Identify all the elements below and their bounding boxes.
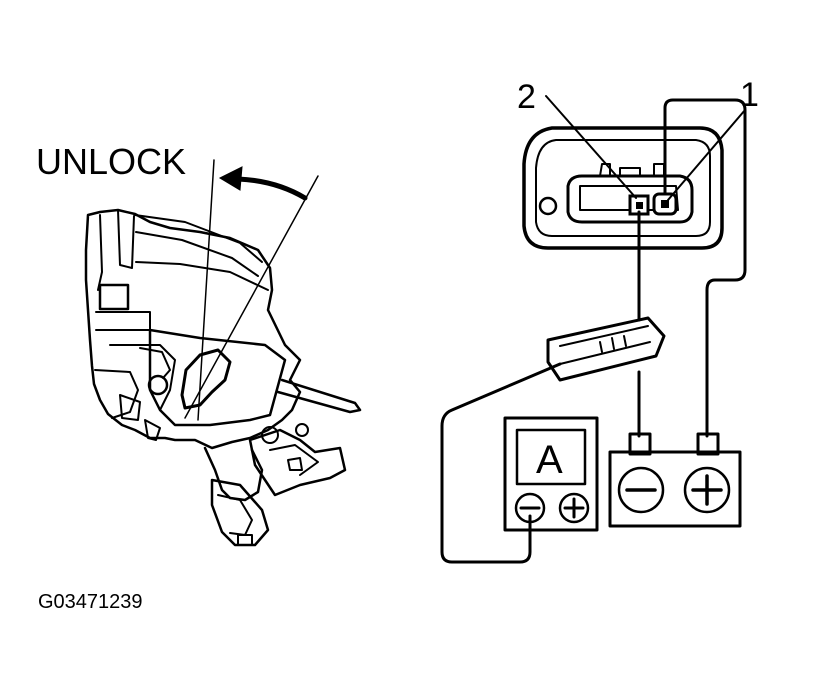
ammeter-plus-icon — [563, 497, 585, 519]
ammeter-label: A — [536, 438, 563, 482]
door-lock-assembly — [84, 159, 362, 547]
inline-fuse — [546, 316, 666, 382]
battery-plus-icon — [691, 474, 723, 506]
connector — [522, 126, 724, 250]
terminal-2-leader — [545, 95, 637, 199]
ammeter — [503, 416, 599, 532]
battery — [608, 432, 742, 528]
terminal-2-label: 2 — [517, 78, 536, 116]
wiring — [440, 98, 747, 564]
unlock-label: UNLOCK — [36, 141, 186, 182]
figure-code: G03471239 — [38, 591, 143, 613]
terminal-1-leader — [667, 109, 746, 201]
terminal-1-label: 1 — [740, 76, 759, 114]
